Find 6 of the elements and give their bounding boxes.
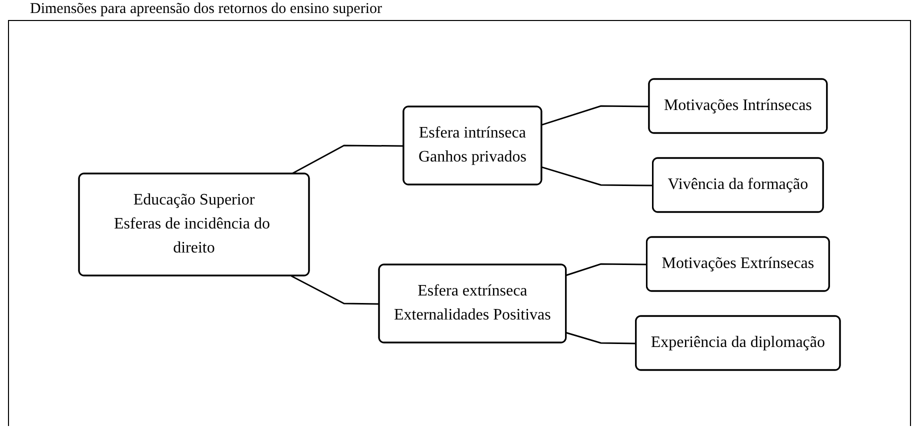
- connector: [541, 104, 649, 125]
- diagram-title: Dimensões para apreensão dos retornos do ensino superior: [30, 0, 382, 18]
- connector: [566, 332, 636, 344]
- connector: [541, 166, 653, 186]
- connector: [566, 262, 647, 276]
- connector: [290, 274, 380, 304]
